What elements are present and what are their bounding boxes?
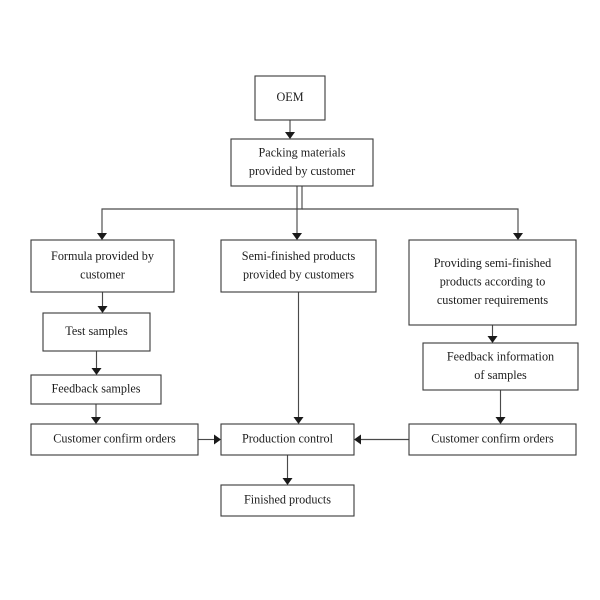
- flow-node-feedback-samples[interactable]: Feedback samples: [30, 374, 162, 405]
- flow-node-production-control[interactable]: Production control: [220, 423, 355, 456]
- node-box: [230, 138, 374, 187]
- node-label: Customer confirm orders: [431, 431, 554, 445]
- node-box: [30, 423, 199, 456]
- node-box: [254, 75, 326, 121]
- edge-layer: [91, 120, 523, 485]
- edge-packing-to-formula: [101, 186, 303, 233]
- node-label: Finished products: [244, 492, 331, 506]
- node-box: [220, 239, 377, 293]
- node-box: [408, 239, 577, 326]
- node-box: [220, 423, 355, 456]
- flow-node-finished-products[interactable]: Finished products: [220, 484, 355, 517]
- flow-node-oem[interactable]: OEM: [254, 75, 326, 121]
- node-label: Feedback samples: [51, 381, 140, 395]
- node-box: [220, 484, 355, 517]
- flow-node-customer-confirm-orders-right[interactable]: Customer confirm orders: [408, 423, 577, 456]
- node-label: Test samples: [65, 324, 128, 338]
- node-label: Production control: [242, 431, 334, 445]
- node-box: [30, 239, 175, 293]
- node-box: [422, 342, 579, 391]
- node-box: [408, 423, 577, 456]
- node-label: Customer confirm orders: [53, 431, 176, 445]
- node-box: [30, 374, 162, 405]
- node-label: OEM: [276, 90, 303, 104]
- node-box: [42, 312, 151, 352]
- flow-node-customer-confirm-orders-left[interactable]: Customer confirm orders: [30, 423, 199, 456]
- flow-node-test-samples[interactable]: Test samples: [42, 312, 151, 352]
- edge-packing-to-providing: [302, 208, 519, 233]
